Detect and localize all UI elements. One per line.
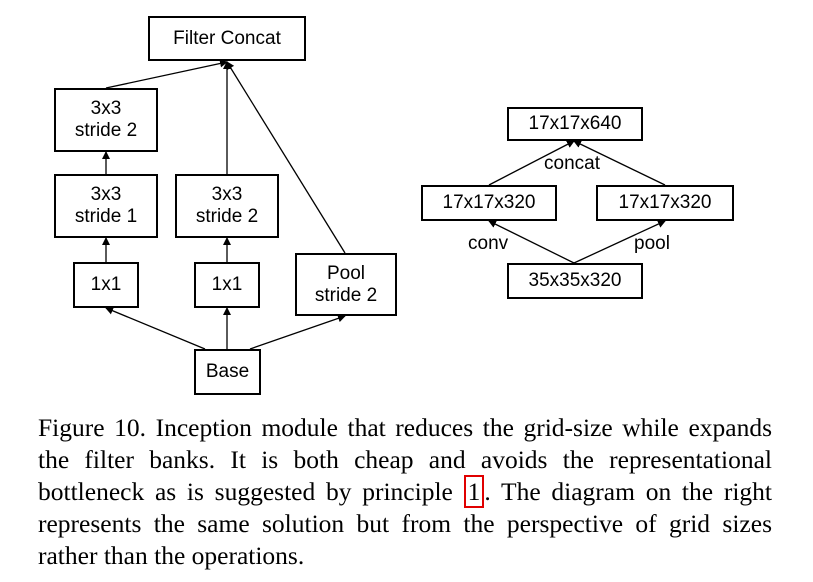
conv-edge-label: conv	[468, 233, 509, 254]
edge-input-to-conv	[488, 220, 575, 264]
caption-text-after-ref: . The diagram on the right represents th…	[38, 477, 772, 570]
caption-text-before-ref: Figure 10. Inception module that reduces…	[38, 413, 772, 506]
edge-conv-to-output	[488, 140, 575, 186]
edge-input-to-pool	[573, 220, 666, 264]
pool-edge-label: pool	[634, 233, 670, 254]
figure-caption: Figure 10. Inception module that reduces…	[38, 412, 772, 572]
conv-branch-17x17x320-node: 17x17x320	[421, 185, 557, 221]
filter-concat-node: Filter Concat	[148, 16, 306, 61]
conv-3x3-stride2-mid-node: 3x3 stride 2	[175, 174, 279, 238]
edge-base-to-1x1-a	[105, 306, 206, 350]
conv-3x3-stride2-top-node: 3x3 stride 2	[54, 88, 158, 152]
conv-1x1-b-node: 1x1	[194, 262, 260, 308]
edge-3x3-s2-top-to-concat	[105, 59, 228, 89]
edges-layer	[102, 59, 666, 350]
edge-pool-to-output	[573, 140, 666, 186]
edge-base-to-pool	[249, 314, 346, 350]
base-node: Base	[194, 349, 261, 395]
conv-1x1-a-node: 1x1	[73, 262, 139, 308]
pool-branch-17x17x320-node: 17x17x320	[596, 185, 734, 221]
edge-pool-to-concat	[226, 61, 346, 254]
input-35x35x320-node: 35x35x320	[507, 263, 643, 299]
pool-stride2-node: Pool stride 2	[295, 253, 397, 316]
concat-edge-label: concat	[544, 153, 600, 174]
conv-3x3-stride1-node: 3x3 stride 1	[54, 174, 158, 238]
output-17x17x640-node: 17x17x640	[507, 107, 643, 141]
principle-reference-link[interactable]: 1	[463, 475, 485, 508]
